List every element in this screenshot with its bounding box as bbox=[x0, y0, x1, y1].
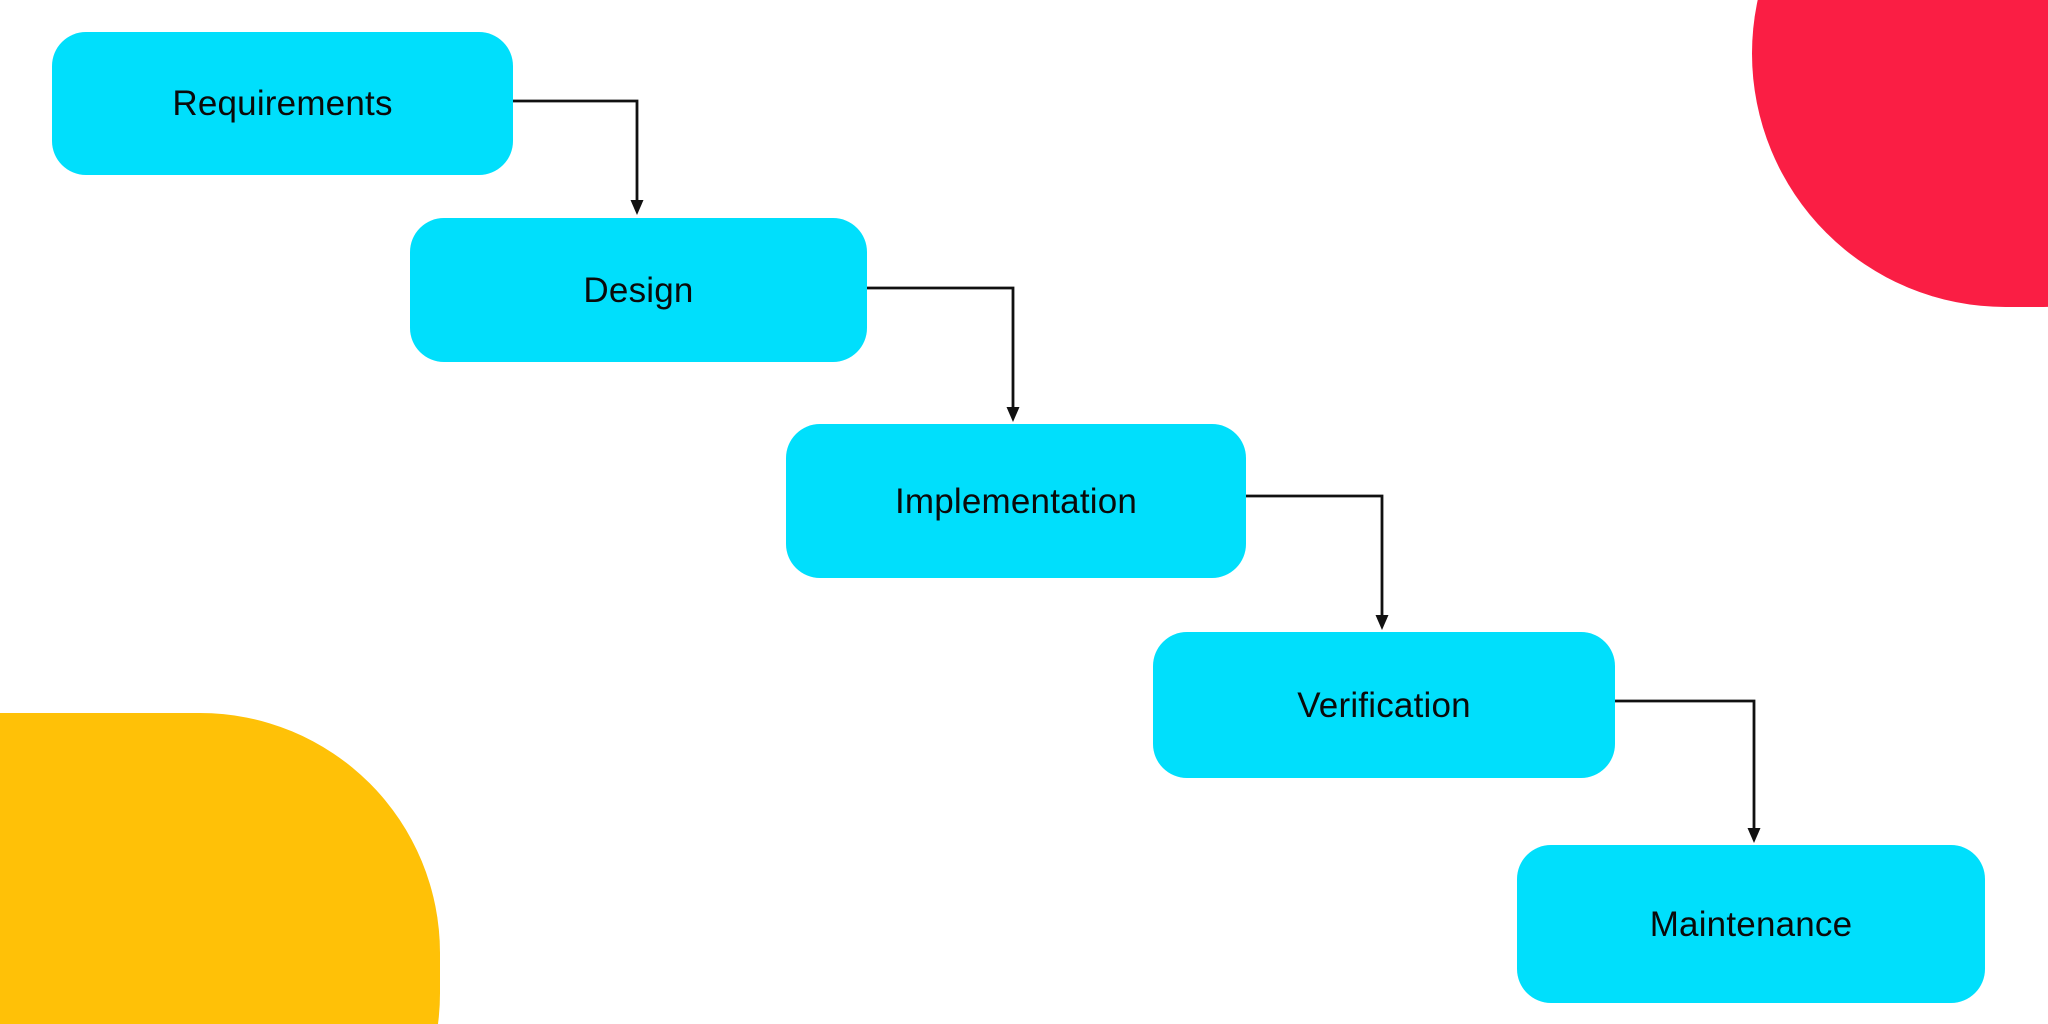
phase-node-verification[interactable]: Verification bbox=[1153, 632, 1615, 778]
connector-design-to-implementation bbox=[867, 286, 1020, 422]
phase-node-maintenance[interactable]: Maintenance bbox=[1517, 845, 1985, 1003]
phase-label-verification: Verification bbox=[1297, 685, 1471, 725]
phase-label-design: Design bbox=[583, 270, 694, 310]
phase-node-implementation[interactable]: Implementation bbox=[786, 424, 1246, 578]
phase-label-requirements: Requirements bbox=[172, 84, 393, 123]
phase-label-implementation: Implementation bbox=[894, 481, 1138, 521]
connector-requirements-to-design bbox=[513, 99, 644, 215]
phase-node-design[interactable]: Design bbox=[410, 218, 867, 362]
phase-node-requirements[interactable]: Requirements bbox=[52, 32, 513, 175]
connector-implementation-to-verification bbox=[1246, 494, 1389, 630]
connector-verification-to-maintenance bbox=[1615, 699, 1761, 843]
phase-label-maintenance: Maintenance bbox=[1649, 904, 1853, 944]
